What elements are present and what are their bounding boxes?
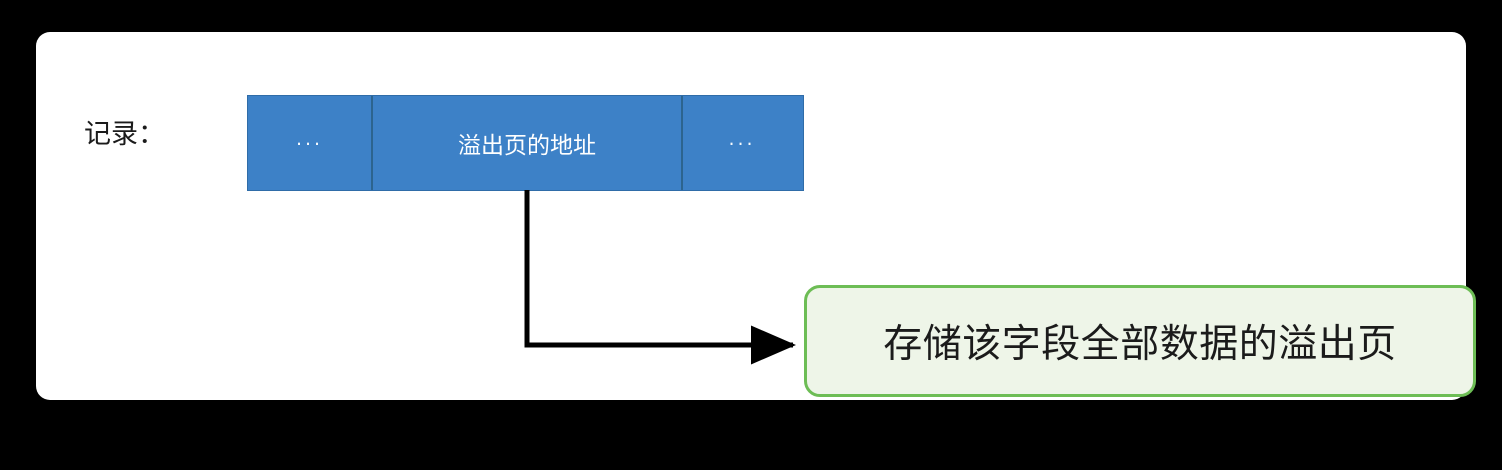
record-cell-overflow-page-address: 溢出页的地址 — [373, 96, 683, 190]
record-cell-leading-ellipsis: ... — [248, 96, 373, 190]
callout-text: 存储该字段全部数据的溢出页 — [883, 322, 1397, 367]
record-row: ... 溢出页的地址 ... — [248, 96, 803, 190]
white-card: 记录： ... 溢出页的地址 ... 存储该字段全部数据的溢出页 — [36, 32, 1476, 400]
record-label: 记录： — [84, 119, 165, 150]
ellipsis-icon: ... — [295, 128, 324, 150]
overflow-page-callout: 存储该字段全部数据的溢出页 — [804, 285, 1476, 397]
ellipsis-icon: ... — [728, 128, 756, 150]
record-cell-trailing-ellipsis: ... — [683, 96, 801, 190]
diagram-canvas: 记录： ... 溢出页的地址 ... 存储该字段全部数据的溢出页 — [36, 32, 1476, 400]
record-cell-label: 溢出页的地址 — [458, 133, 596, 159]
